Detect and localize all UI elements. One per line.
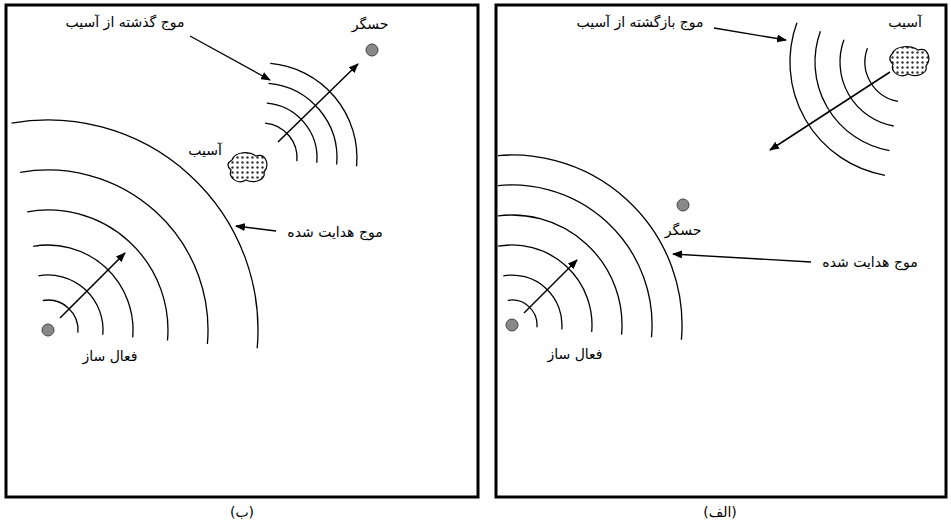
leader-arrow bbox=[190, 36, 270, 80]
propagation-arrow bbox=[770, 72, 890, 150]
guided-wave-arcs bbox=[498, 155, 682, 340]
damage-label: آسیب bbox=[886, 14, 924, 30]
actuator-dot bbox=[506, 319, 518, 331]
panel-caption: (ب) bbox=[228, 504, 256, 520]
sensor-label: حسگر bbox=[350, 16, 391, 32]
wave-label: موج هدایت شده bbox=[820, 254, 919, 270]
wave-label: موج هدایت شده bbox=[285, 224, 384, 240]
guided-wave-arcs bbox=[12, 120, 258, 348]
damage-label: آسیب bbox=[186, 142, 224, 158]
damage-blob bbox=[228, 153, 267, 182]
sensor-label: حسگر bbox=[663, 222, 704, 238]
propagation-arrow bbox=[60, 253, 125, 318]
damage-blob bbox=[890, 47, 929, 76]
reflected-wave-arcs bbox=[790, 23, 898, 176]
actuator-label: فعال ساز bbox=[545, 346, 604, 362]
sensor-dot bbox=[677, 199, 689, 211]
wave-label: موج گذشته از آسیب bbox=[64, 14, 187, 30]
leader-arrow bbox=[236, 226, 276, 231]
wave-label: موج بازگشته از آسیب bbox=[574, 14, 705, 30]
leader-arrow bbox=[673, 254, 811, 262]
panel-frame bbox=[496, 5, 946, 497]
leader-arrow bbox=[714, 28, 786, 40]
propagation-arrow bbox=[524, 260, 577, 313]
actuator-dot bbox=[42, 324, 54, 336]
panel-frame bbox=[6, 5, 478, 497]
actuator-label: فعال ساز bbox=[80, 348, 139, 364]
panel-caption: (الف) bbox=[701, 504, 739, 520]
propagation-arrow bbox=[278, 64, 358, 142]
sensor-dot bbox=[366, 44, 378, 56]
